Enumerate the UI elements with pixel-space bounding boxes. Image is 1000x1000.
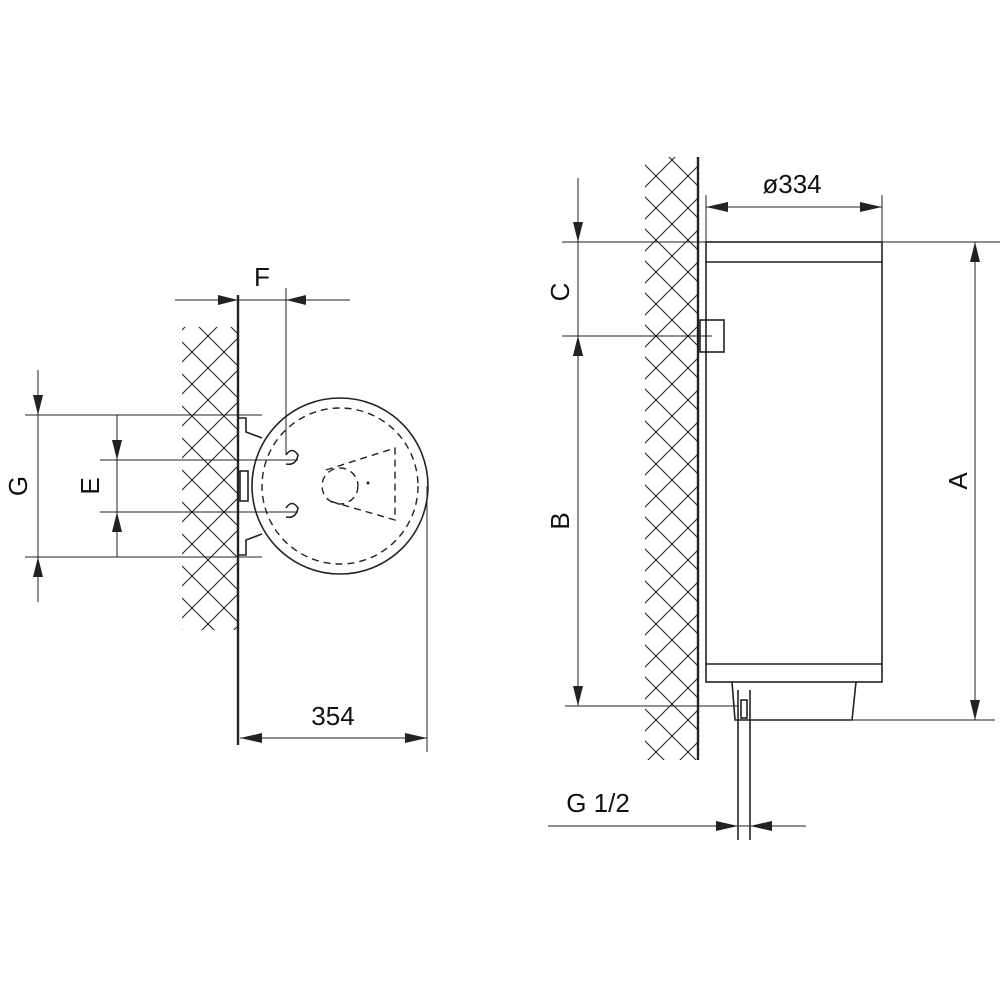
label-g: G [3, 476, 33, 496]
dimension-b: B [545, 336, 738, 707]
dimension-c: C [545, 178, 1000, 356]
label-354: 354 [311, 701, 354, 731]
dimension-diameter: ø334 [705, 169, 883, 242]
label-e: E [75, 477, 105, 494]
dimension-f: F [175, 262, 350, 455]
label-c: C [545, 283, 575, 302]
label-pipe: G 1/2 [566, 788, 630, 818]
dimension-g: G [3, 370, 262, 602]
label-diameter: ø334 [762, 169, 821, 199]
wall-hatch-left [182, 295, 240, 745]
label-b: B [545, 512, 575, 529]
dimension-e: E [75, 415, 298, 557]
heater-body [699, 241, 883, 840]
heater-circle [238, 397, 429, 575]
top-view: F G E 354 [3, 262, 429, 752]
label-a: A [943, 472, 973, 490]
dimension-a: A [852, 242, 995, 721]
label-f: F [254, 262, 270, 292]
dimension-354: 354 [240, 486, 428, 752]
wall-hatch-right [645, 157, 700, 760]
side-view: ø334 C B A [545, 157, 1000, 840]
dimension-pipe: G 1/2 [548, 788, 806, 831]
